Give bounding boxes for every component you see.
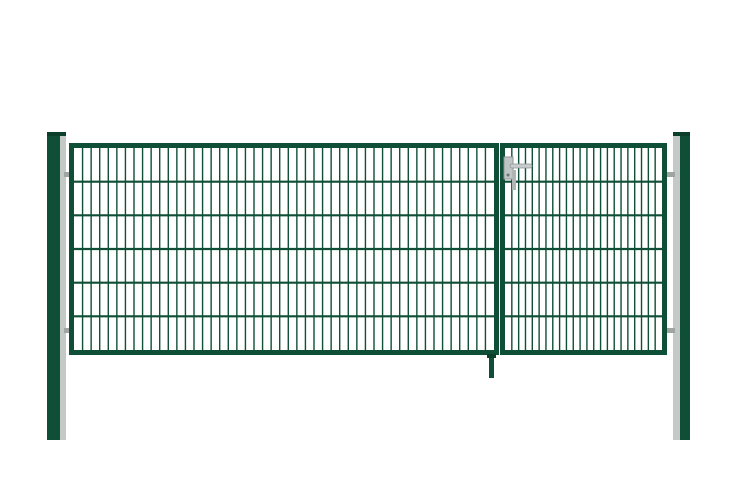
left-post-cap [47, 132, 66, 136]
small-leaf [500, 143, 667, 355]
large-leaf [69, 143, 499, 355]
handle-lever[interactable] [509, 163, 533, 169]
left-post-galvanized [60, 134, 66, 440]
right-post-cap [673, 132, 690, 136]
drop-bolt-guide [487, 354, 496, 358]
lock-cylinder [512, 170, 516, 190]
small-leaf-mesh [505, 148, 662, 350]
ground-drop-bolt[interactable] [487, 352, 496, 378]
hinge-brackets [64, 172, 675, 333]
small-leaf-frame [500, 143, 667, 355]
hinge-right-bottom [663, 328, 675, 333]
left-post [47, 132, 66, 440]
drop-bolt-rod [489, 352, 494, 378]
right-post-green [680, 134, 690, 440]
lock-handle[interactable] [503, 156, 533, 190]
right-post [673, 132, 690, 440]
left-post-green [47, 134, 60, 440]
large-leaf-mesh [74, 148, 494, 350]
large-leaf-frame [69, 143, 499, 355]
right-post-galvanized [673, 134, 680, 440]
keyhole-icon [506, 173, 510, 177]
hinge-right-top [663, 172, 675, 177]
